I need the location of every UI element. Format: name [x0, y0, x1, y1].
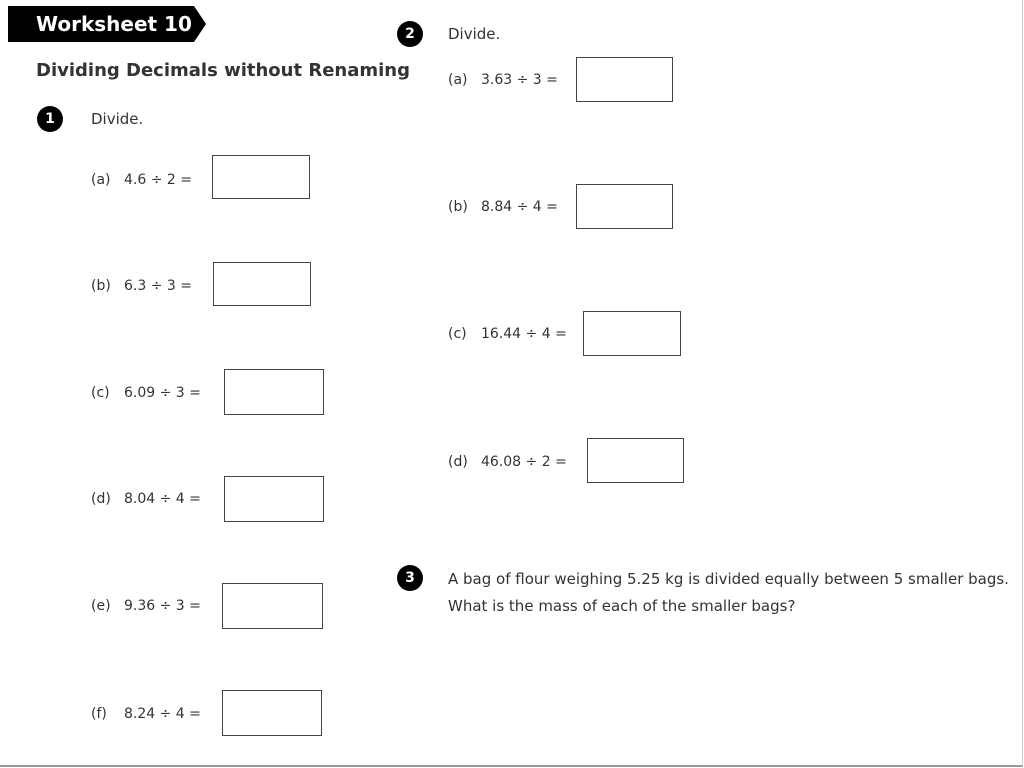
item-expression: 46.08 ÷ 2 =	[481, 454, 567, 470]
item-label: (a)	[448, 72, 468, 88]
q1-answer-box-b[interactable]	[213, 262, 311, 306]
question-3-text: A bag of flour weighing 5.25 kg is divid…	[448, 566, 1009, 620]
item-label: (d)	[448, 454, 468, 470]
item-label: (b)	[91, 278, 111, 294]
item-expression: 6.3 ÷ 3 =	[124, 278, 192, 294]
item-label: (c)	[91, 385, 110, 401]
question-1-number: 1	[37, 106, 63, 132]
question-2-instruction: Divide.	[448, 25, 501, 43]
question-3-number: 3	[397, 565, 423, 591]
question-3-line-2: What is the mass of each of the smaller …	[448, 597, 796, 615]
q1-answer-box-d[interactable]	[224, 476, 324, 522]
item-label: (b)	[448, 199, 468, 215]
q2-answer-box-d[interactable]	[587, 438, 684, 483]
q1-answer-box-e[interactable]	[222, 583, 323, 629]
q2-answer-box-c[interactable]	[583, 311, 681, 356]
item-expression: 8.04 ÷ 4 =	[124, 491, 201, 507]
item-expression: 4.6 ÷ 2 =	[124, 172, 192, 188]
question-1-instruction: Divide.	[91, 110, 144, 128]
item-label: (c)	[448, 326, 467, 342]
question-3-line-1: A bag of flour weighing 5.25 kg is divid…	[448, 570, 1009, 588]
worksheet-title: Worksheet 10	[8, 6, 206, 42]
q2-answer-box-b[interactable]	[576, 184, 673, 229]
item-label: (e)	[91, 598, 111, 614]
q1-answer-box-a[interactable]	[212, 155, 310, 199]
item-expression: 9.36 ÷ 3 =	[124, 598, 201, 614]
item-expression: 8.84 ÷ 4 =	[481, 199, 558, 215]
item-expression: 8.24 ÷ 4 =	[124, 706, 201, 722]
item-expression: 16.44 ÷ 4 =	[481, 326, 567, 342]
item-label: (d)	[91, 491, 111, 507]
worksheet-subtitle: Dividing Decimals without Renaming	[36, 60, 411, 81]
item-expression: 3.63 ÷ 3 =	[481, 72, 558, 88]
q2-answer-box-a[interactable]	[576, 57, 673, 102]
question-2-number: 2	[397, 21, 423, 47]
item-label: (f)	[91, 706, 107, 722]
q1-answer-box-c[interactable]	[224, 369, 324, 415]
item-label: (a)	[91, 172, 111, 188]
q1-answer-box-f[interactable]	[222, 690, 322, 736]
item-expression: 6.09 ÷ 3 =	[124, 385, 201, 401]
